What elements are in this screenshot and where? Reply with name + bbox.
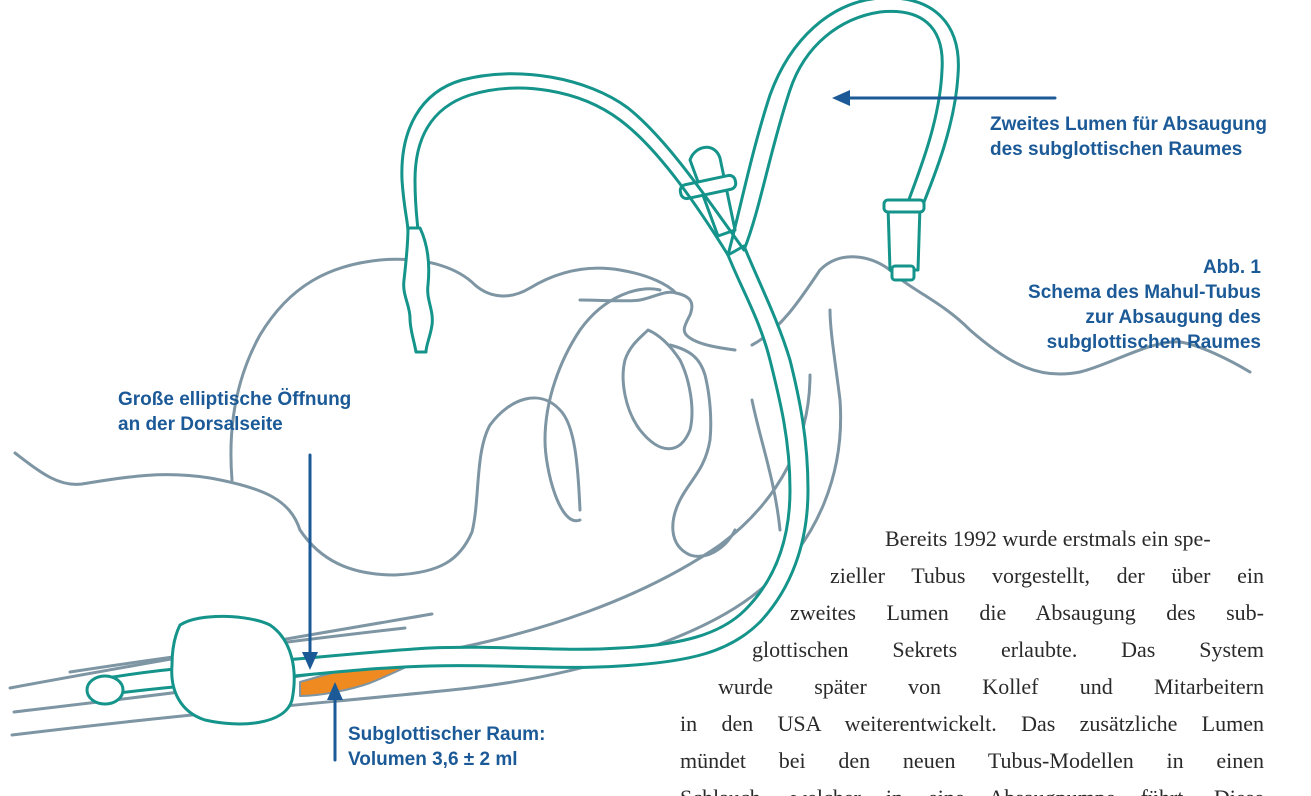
second-lumen-label-line: des subglottischen Raumes <box>990 137 1267 162</box>
second-lumen-label: Zweites Lumen für Absaugung des subglott… <box>990 112 1267 162</box>
opening-label-line: an der Dorsalseite <box>118 412 351 437</box>
figure-caption: Abb. 1 Schema des Mahul-Tubus zur Absaug… <box>1028 255 1261 355</box>
figure-number: Abb. 1 <box>1028 255 1261 280</box>
opening-label-line: Große elliptische Öffnung <box>118 387 351 412</box>
body-line: Schlauch, welcher in eine Absaugpumpe fü… <box>680 779 1264 796</box>
body-line: in den USA weiterentwickelt. Das zusätzl… <box>680 705 1264 742</box>
subglottic-space-label-line: Subglottischer Raum: <box>348 722 545 747</box>
figure-caption-line: subglottischen Raumes <box>1028 330 1261 355</box>
body-line: glottischen Sekrets erlaubte. Das System <box>680 631 1264 668</box>
subglottic-space-label: Subglottischer Raum: Volumen 3,6 ± 2 ml <box>348 722 545 772</box>
tube-cuff <box>172 616 294 724</box>
body-line: wurde später von Kollef und Mitarbeitern <box>680 668 1264 705</box>
subglottic-space-label-line: Volumen 3,6 ± 2 ml <box>348 747 545 772</box>
opening-label: Große elliptische Öffnung an der Dorsals… <box>118 387 351 437</box>
body-line: zieller Tubus vorgestellt, der über ein <box>680 557 1264 594</box>
arrowhead-second-lumen <box>832 90 850 106</box>
figure-caption-line: zur Absaugung des <box>1028 305 1261 330</box>
body-line: Bereits 1992 wurde erstmals ein spe- <box>680 520 1264 557</box>
figure-caption-line: Schema des Mahul-Tubus <box>1028 280 1261 305</box>
right-plug <box>888 206 920 270</box>
body-paragraph: Bereits 1992 wurde erstmals ein spe- zie… <box>680 520 1264 796</box>
suction-line <box>402 0 959 352</box>
left-plug <box>404 228 433 352</box>
body-line: zweites Lumen die Absaugung des sub- <box>680 594 1264 631</box>
second-lumen-label-line: Zweites Lumen für Absaugung <box>990 112 1267 137</box>
body-line: mündet bei den neuen Tubus-Modellen in e… <box>680 742 1264 779</box>
tube-tip <box>87 676 123 704</box>
